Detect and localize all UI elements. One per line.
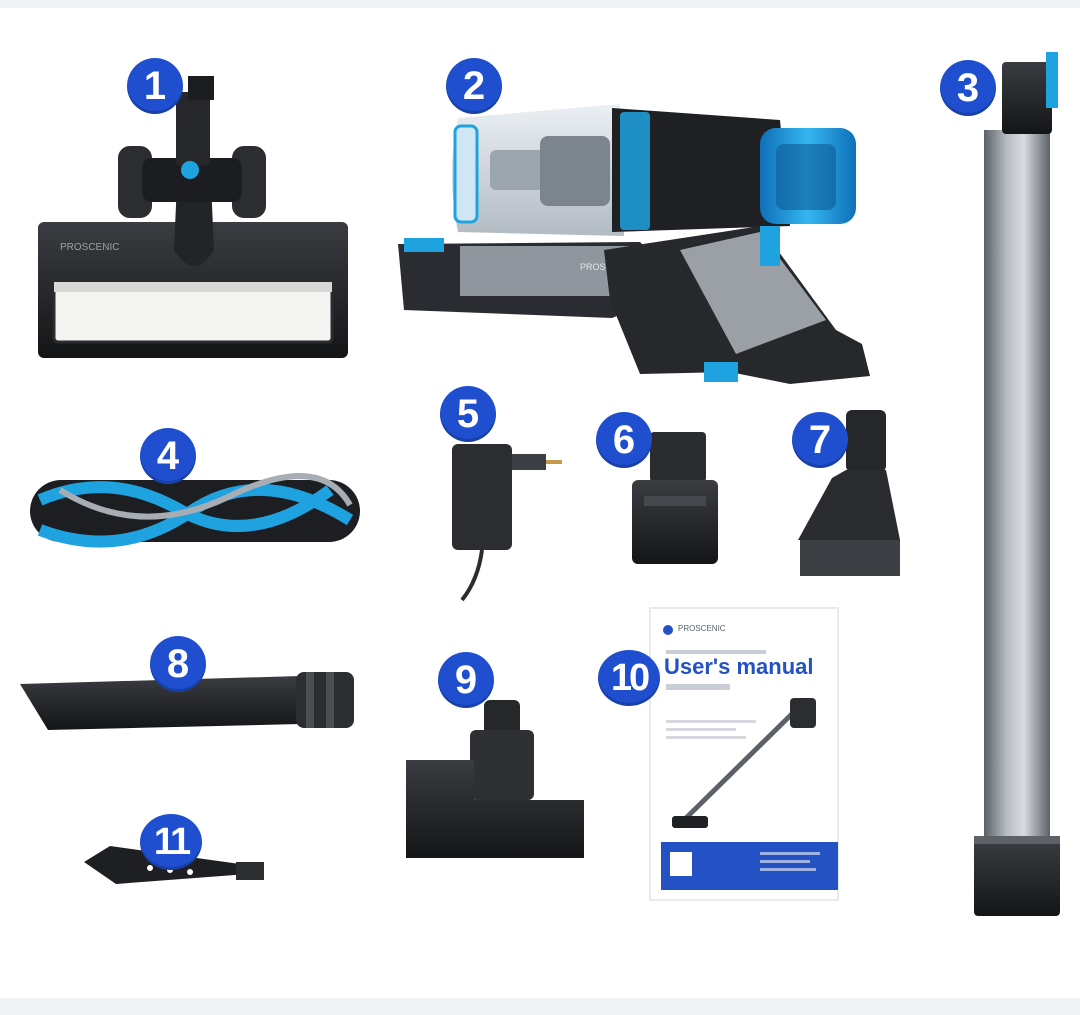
charger-adapter bbox=[452, 444, 562, 602]
badge-7: 7 bbox=[792, 412, 848, 468]
badge-10: 10 bbox=[598, 650, 660, 706]
badge-5: 5 bbox=[440, 386, 496, 442]
extension-tube bbox=[974, 52, 1060, 916]
badge-6: 6 bbox=[596, 412, 652, 468]
badge-11: 11 bbox=[140, 814, 202, 870]
crevice-tool bbox=[20, 672, 354, 730]
dusting-brush bbox=[798, 410, 900, 576]
top-border bbox=[0, 0, 1080, 8]
badge-4: 4 bbox=[140, 428, 196, 484]
badge-2: 2 bbox=[446, 58, 502, 114]
badge-3: 3 bbox=[940, 60, 996, 116]
manual-title: User's manual bbox=[664, 654, 814, 679]
handheld-main-body: PROSCENIC bbox=[398, 104, 870, 384]
users-manual bbox=[649, 607, 839, 901]
mini-motorized-tool bbox=[406, 700, 584, 858]
bottom-border bbox=[0, 998, 1080, 1015]
badge-8: 8 bbox=[150, 636, 206, 692]
floor-brush-head: PROSCENIC bbox=[38, 76, 348, 358]
roller-brush bbox=[30, 473, 360, 548]
battery-pack bbox=[632, 432, 718, 564]
badge-1: 1 bbox=[127, 58, 183, 114]
floor-brush-brand-label: PROSCENIC bbox=[60, 242, 119, 253]
manual-brand: PROSCENIC bbox=[678, 624, 726, 633]
badge-9: 9 bbox=[438, 652, 494, 708]
